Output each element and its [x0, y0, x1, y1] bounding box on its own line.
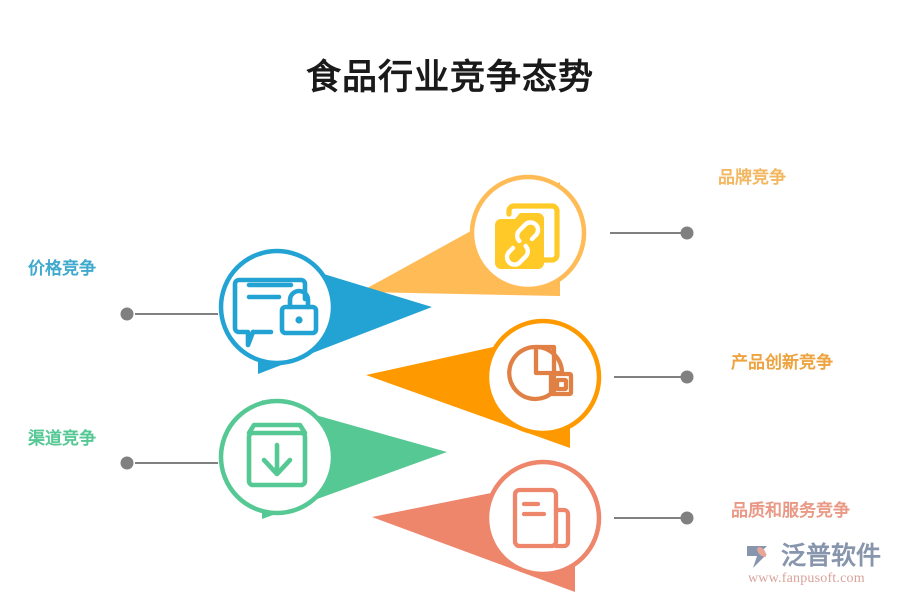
connector-group-brand [610, 226, 694, 240]
pie-chart-icon [507, 344, 574, 402]
connector-group-channel [120, 456, 218, 470]
connector-dot-innovation [680, 370, 694, 384]
brand-url: www.fanpusoft.com [748, 571, 865, 586]
connector-dot-channel [120, 456, 134, 470]
node-label-price[interactable]: 价格竞争 [28, 259, 96, 278]
connector-dot-brand [680, 226, 694, 240]
brand-mark-icon [747, 546, 767, 568]
node-channel[interactable] [218, 398, 336, 516]
brand-name: 泛普软件 [781, 542, 882, 570]
node-innovation[interactable] [484, 318, 602, 436]
node-price[interactable] [218, 248, 336, 366]
connector-group-quality [614, 511, 694, 525]
connector-group-innovation [614, 370, 694, 384]
node-label-innovation[interactable]: 产品创新竞争 [731, 353, 833, 372]
link-card-icon [495, 203, 560, 269]
brand-logo[interactable]: 泛普软件 www.fanpusoft.com [745, 540, 890, 590]
page-title: 食品行业竞争态势 [305, 58, 594, 97]
inbox-download-icon [246, 422, 308, 488]
node-circle-quality [484, 459, 602, 577]
connector-dot-price [120, 307, 134, 321]
node-quality[interactable] [484, 459, 602, 577]
node-circle-innovation [484, 318, 602, 436]
chat-lock-icon [232, 277, 319, 348]
node-label-quality[interactable]: 品质和服务竞争 [731, 501, 850, 520]
connector-group-price [120, 307, 218, 321]
connector-dot-quality [680, 511, 694, 525]
node-label-brand[interactable]: 品牌竞争 [718, 168, 786, 187]
document-icon [512, 487, 571, 549]
node-label-channel[interactable]: 渠道竞争 [28, 429, 96, 448]
node-brand[interactable] [469, 174, 587, 292]
